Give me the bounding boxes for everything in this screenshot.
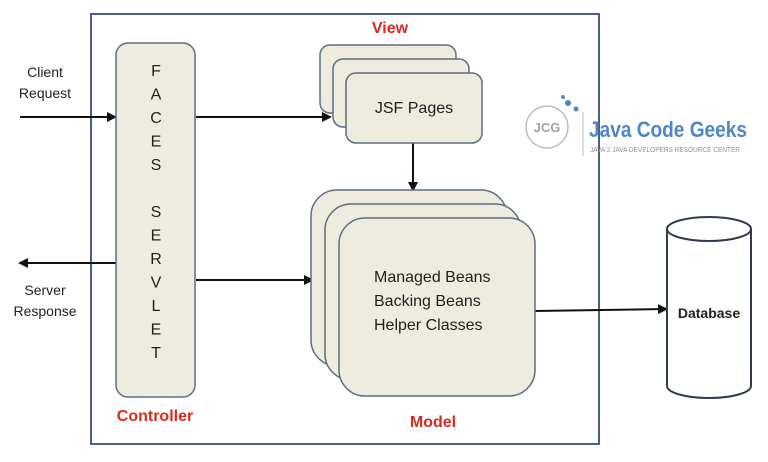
model-line-backing-beans: Backing Beans: [374, 293, 481, 310]
jsf-page-front: [345, 72, 483, 144]
client-request-label-line1: Client: [27, 64, 63, 80]
jcg-logo-tagline: JAVA 2 JAVA DEVELOPERS RESOURCE CENTER: [590, 147, 740, 154]
servlet-letter: C: [150, 110, 162, 127]
java-code-geeks-logo: JCG Java Code Geeks JAVA 2 JAVA DEVELOPE…: [525, 95, 747, 156]
servlet-letter: V: [151, 275, 162, 292]
servlet-letter: L: [152, 298, 161, 315]
controller-label: Controller: [117, 408, 193, 425]
view-label: View: [372, 20, 409, 37]
servlet-letter: S: [151, 157, 162, 174]
model-line-helper-classes: Helper Classes: [374, 317, 482, 334]
database-cylinder: [666, 229, 752, 399]
model-label: Model: [410, 414, 456, 431]
servlet-letter: A: [151, 87, 162, 104]
model-line-managed-beans: Managed Beans: [374, 269, 491, 286]
model-box-front: [338, 217, 536, 397]
jcg-logo-brand: Java Code Geeks: [589, 117, 747, 142]
jsf-pages-label: JSF Pages: [375, 100, 453, 117]
database-label: Database: [678, 305, 740, 321]
servlet-letter: F: [151, 63, 161, 80]
jcg-logo-mark: JCG: [534, 120, 561, 135]
database-top: [666, 216, 752, 242]
servlet-letter: R: [150, 251, 162, 268]
system-frame: [90, 13, 600, 445]
server-response-label-line1: Server: [24, 282, 66, 298]
client-request-label-line2: Request: [19, 85, 71, 101]
jcg-logo-dot-1: [565, 100, 571, 106]
servlet-letter: E: [151, 134, 162, 151]
jcg-logo-dot-2: [573, 106, 579, 112]
faces-servlet-box: [115, 42, 196, 398]
servlet-letter: T: [151, 345, 161, 362]
servlet-letter: E: [151, 228, 162, 245]
servlet-letter: S: [151, 204, 162, 221]
server-response-label-line2: Response: [13, 303, 76, 319]
jcg-logo-icon: [525, 105, 569, 149]
jcg-logo-dot-3: [561, 95, 565, 99]
servlet-letter: E: [151, 322, 162, 339]
model-to-database-arrow: [533, 304, 668, 315]
